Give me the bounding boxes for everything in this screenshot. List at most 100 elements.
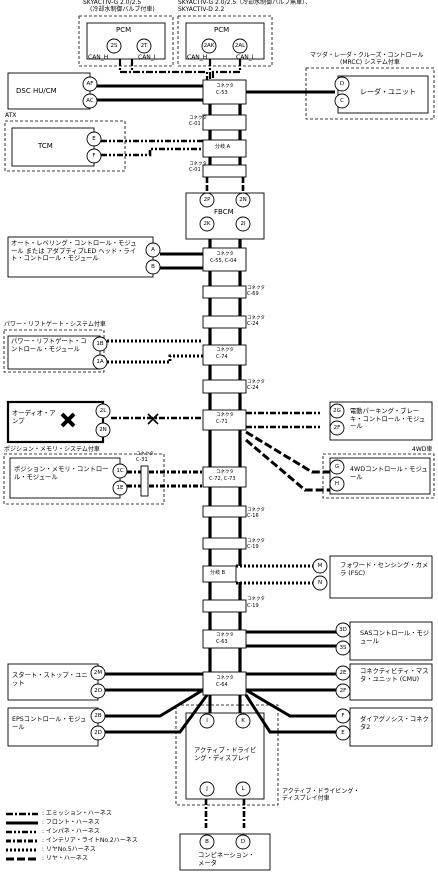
audio-label: オーディオ・アンプ <box>12 410 56 425</box>
c16-top: コネクタ <box>247 508 265 513</box>
note-skyactiv-1: SKYACTIV-G 2.0/2.5 <box>83 0 142 6</box>
adisplay-pin-a <box>199 713 215 729</box>
liftgate-label: パワー・リフトゲート・コントロール・モジュール <box>11 338 87 353</box>
spine-2 <box>208 130 242 140</box>
sas-pin-a <box>335 622 351 638</box>
pcm1-harness <box>118 59 209 80</box>
awd-pin-a-label: G <box>334 463 340 470</box>
dlc2-box <box>349 707 433 747</box>
adisplay-pin-d-label: L <box>241 785 245 792</box>
c71-top: コネクタ <box>216 413 234 418</box>
c55-top: コネクタ <box>216 252 234 257</box>
epb-pin-a-label: 2G <box>333 407 341 414</box>
sas-pin-a-label: 3D <box>339 626 347 633</box>
pcm2-pin-b <box>232 38 248 54</box>
connector-c01a <box>202 114 247 131</box>
spine-15 <box>208 612 242 630</box>
fbcm-label: FBCM <box>214 208 234 216</box>
sas-label: SASコントロール・モジュール <box>360 630 430 645</box>
audio-pin-a <box>95 403 111 419</box>
c24b-id: C-24 <box>247 385 259 391</box>
tcm-harness <box>101 139 203 157</box>
pcm2-label: PCM <box>214 26 230 34</box>
cmu-pin-b <box>335 683 351 699</box>
adisplay-pin-d <box>235 781 251 797</box>
dsc-box <box>7 72 91 110</box>
c63-id: C-63 <box>216 639 228 645</box>
connector-c72 <box>202 466 247 488</box>
epb-harness <box>246 411 320 429</box>
tcm-pin-a <box>86 131 102 147</box>
adisplay-pin-b <box>235 713 251 729</box>
dlc2-pin-b-label: E <box>341 729 345 736</box>
c72-id: C-72, C-73 <box>209 476 236 482</box>
audio-cut-x-icon <box>147 413 159 425</box>
eps-pin-a <box>90 708 106 724</box>
posmem-pin-b <box>112 480 128 496</box>
liftgate-pin-a-label: 1B <box>96 340 104 347</box>
note-adisplay-sub: ディスプレイ付車 <box>282 795 330 802</box>
note-4wd: 4WD車 <box>412 446 433 453</box>
epb-box <box>329 401 433 441</box>
tcm-box <box>11 127 95 167</box>
posmem-harness <box>127 470 203 488</box>
eps-pin-b-label: 2D <box>94 729 102 736</box>
pcm1-pin-b-label: 2T <box>140 42 148 49</box>
spine-13 <box>208 549 242 566</box>
spine-14 <box>208 582 242 600</box>
liftgate-harness <box>107 339 203 364</box>
c64-id: C-64 <box>216 682 228 688</box>
adisplay-box <box>185 712 265 800</box>
c16-id: C-16 <box>247 513 259 519</box>
note-mrcc: マツダ・レーダ・クルーズ・コントロール <box>310 52 424 59</box>
c01a-top: コネクタ <box>189 116 207 121</box>
posmem-pin-a-label: 1C <box>116 467 124 474</box>
startstop-pin-b-label: 2O <box>94 687 102 694</box>
liftgate-box <box>7 335 101 370</box>
fbcm-pin-b-label: 2N <box>239 196 247 203</box>
autolevel-pin-b <box>145 259 161 275</box>
meter-label: コンビネーション・メータ <box>198 852 255 867</box>
cmu-pin-b-label: 2F <box>339 687 347 694</box>
radar-pin-a-label: D <box>339 80 345 87</box>
note-skyactiv-2: SKYACTIV-G 2.0/2.5（冷却水制御バルブ無車）、 <box>178 0 312 6</box>
startstop-pin-a-label: 2M <box>93 669 103 676</box>
connector-c01b <box>202 164 247 178</box>
pcm1-pin-b <box>136 38 152 54</box>
c19a-id: C-19 <box>247 544 259 550</box>
tcm-label: TCM <box>38 142 53 150</box>
dsc-pin-b-label: AC <box>86 97 94 104</box>
dlc2-harness <box>244 688 338 734</box>
connector-c19b <box>202 599 247 613</box>
spine-1 <box>208 104 242 115</box>
junction-b-id: 分岐 B <box>210 570 226 576</box>
audio-x-icon <box>60 412 76 428</box>
c72-top: コネクタ <box>216 470 234 475</box>
audio-pin-a-label: 2L <box>99 407 107 414</box>
autolevel-pin-a <box>145 242 161 258</box>
c19b-top: コネクタ <box>247 597 265 602</box>
c19b-id: C-19 <box>247 603 259 609</box>
note-skyactiv-1-sub: (冷却水制御バルブ付車) <box>90 6 155 13</box>
fbcm-pin-c-label: 2K <box>203 220 211 227</box>
fbcm-pin-d <box>235 216 251 232</box>
fsc-pin-a-label: M <box>317 562 323 569</box>
connector-c31 <box>140 465 149 497</box>
legend-instrument: : インパネ・ハーネス <box>42 828 100 835</box>
connector-c16 <box>202 505 247 518</box>
fsc-box <box>329 555 433 599</box>
pcm1-sig-b: CAN_L <box>138 54 158 61</box>
fsc-pin-b-label: N <box>317 579 323 586</box>
spine-4 <box>208 239 242 248</box>
spine-7 <box>208 328 242 345</box>
fbcm-pin-a <box>199 192 215 208</box>
fbcm-pin-c <box>199 216 215 232</box>
autolevel-pin-b-label: B <box>151 263 155 270</box>
c19a-top: コネクタ <box>247 539 265 544</box>
radar-pin-b-label: C <box>340 97 344 104</box>
c01b-top: コネクタ <box>189 162 207 167</box>
posmem-pin-b-label: 1E <box>116 484 124 491</box>
eps-pin-b <box>90 725 106 741</box>
pcm1-option-box <box>78 15 174 67</box>
awd-box <box>329 457 431 495</box>
